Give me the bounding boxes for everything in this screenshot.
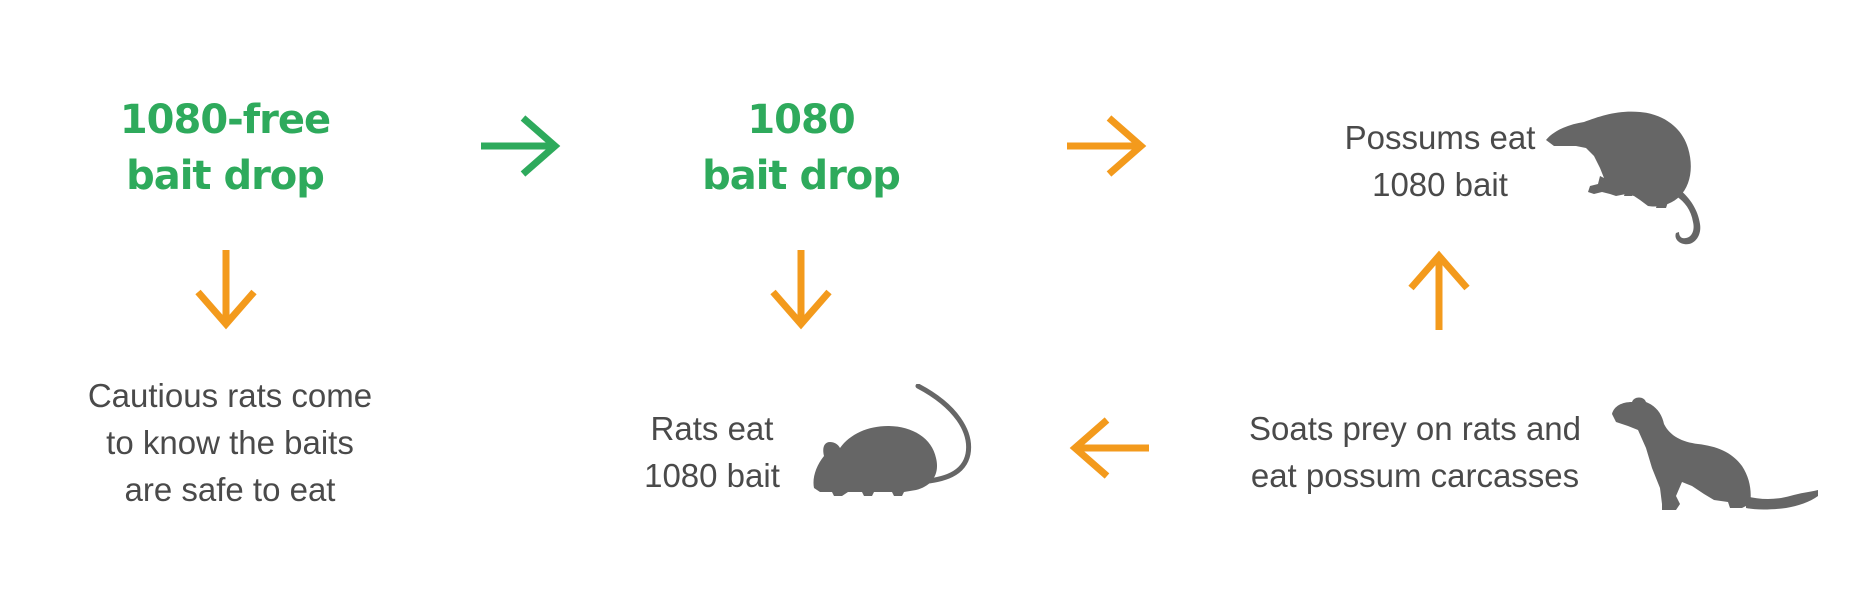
node-text-line: Possums eat bbox=[1344, 119, 1536, 156]
stoat-icon bbox=[1612, 397, 1818, 510]
arrow-right-icon bbox=[1067, 115, 1147, 177]
node-text-line: 1080 bait bbox=[644, 457, 780, 494]
node-text-line: eat possum carcasses bbox=[1250, 457, 1580, 494]
arrow-right-icon bbox=[481, 115, 561, 177]
node-rats-eat-bait: Rats eat 1080 bait bbox=[612, 405, 812, 499]
node-title-line: bait drop bbox=[702, 153, 901, 199]
node-cautious-rats: Cautious rats come to know the baits are… bbox=[50, 372, 410, 513]
node-text-line: 1080 bait bbox=[1372, 166, 1508, 203]
node-text-line: to know the baits bbox=[106, 424, 354, 461]
node-stoats-prey: Soats prey on rats and eat possum carcas… bbox=[1220, 405, 1610, 499]
arrow-down-icon bbox=[195, 250, 257, 330]
node-1080-bait-drop: 1080 bait drop bbox=[651, 92, 951, 204]
node-text-line: Soats prey on rats and bbox=[1248, 410, 1582, 447]
arrow-left-icon bbox=[1069, 417, 1149, 479]
possum-icon bbox=[1546, 111, 1701, 245]
arrow-up-icon bbox=[1408, 250, 1470, 330]
node-text-line: Rats eat bbox=[650, 410, 774, 447]
node-text-line: Cautious rats come bbox=[87, 377, 373, 414]
node-title-line: 1080 bbox=[747, 97, 855, 143]
rat-icon bbox=[813, 384, 972, 496]
node-title-line: 1080-free bbox=[119, 97, 331, 143]
arrow-down-icon bbox=[770, 250, 832, 330]
node-title-line: bait drop bbox=[126, 153, 325, 199]
node-1080-free-bait-drop: 1080-free bait drop bbox=[80, 92, 370, 204]
node-text-line: are safe to eat bbox=[124, 471, 336, 508]
node-possums-eat-bait: Possums eat 1080 bait bbox=[1300, 114, 1580, 208]
